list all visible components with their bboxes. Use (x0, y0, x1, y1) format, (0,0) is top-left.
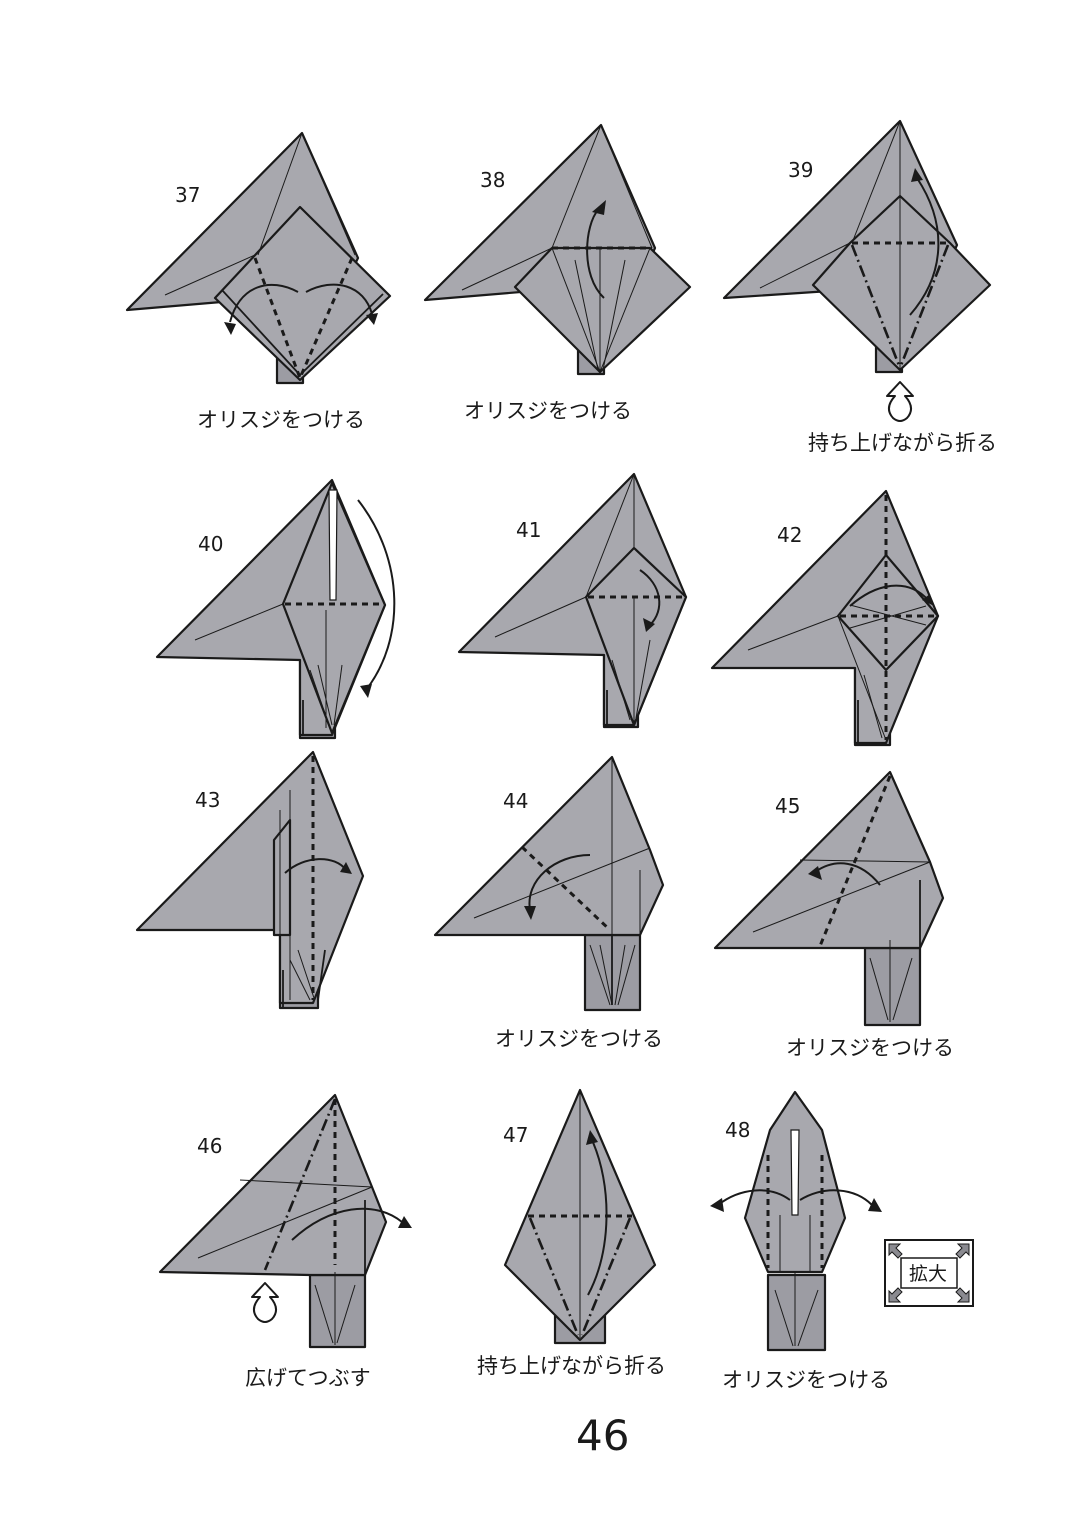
step-45 (713, 770, 945, 1027)
step-number: 43 (195, 788, 220, 812)
step-number: 42 (777, 523, 802, 547)
step-number: 48 (725, 1118, 750, 1142)
step-caption: オリスジをつける (786, 1036, 954, 1060)
step-47 (503, 1088, 657, 1345)
step-43 (135, 750, 365, 1010)
step-number: 38 (480, 168, 505, 192)
step-number: 44 (503, 789, 528, 813)
step-caption: 広げてつぶす (245, 1366, 371, 1390)
step-number: 37 (175, 183, 200, 207)
step-caption: オリスジをつける (495, 1027, 663, 1051)
step-37 (125, 131, 392, 385)
step-number: 45 (775, 794, 800, 818)
step-number: 40 (198, 532, 223, 556)
step-number: 47 (503, 1123, 528, 1147)
step-38 (423, 123, 692, 376)
step-44 (433, 755, 665, 1012)
step-number: 46 (197, 1134, 222, 1158)
step-40 (155, 478, 396, 740)
zoom-badge-label: 拡大 (909, 1263, 947, 1285)
step-number: 39 (788, 158, 813, 182)
step-caption: 持ち上げながら折る (808, 431, 997, 455)
step-42 (710, 489, 940, 747)
step-caption: オリスジをつける (464, 399, 632, 423)
step-39 (722, 119, 992, 374)
step-46 (158, 1093, 412, 1349)
step-caption: オリスジをつける (722, 1368, 890, 1392)
open-arrow-icon (886, 381, 914, 422)
zoom-badge-icon (884, 1239, 974, 1307)
page-number: 46 (576, 1411, 629, 1460)
step-48 (710, 1090, 882, 1352)
open-arrow-icon (251, 1282, 279, 1323)
step-number: 41 (516, 518, 541, 542)
step-caption: オリスジをつける (197, 408, 365, 432)
step-41 (457, 472, 688, 729)
step-caption: 持ち上げながら折る (477, 1354, 666, 1378)
